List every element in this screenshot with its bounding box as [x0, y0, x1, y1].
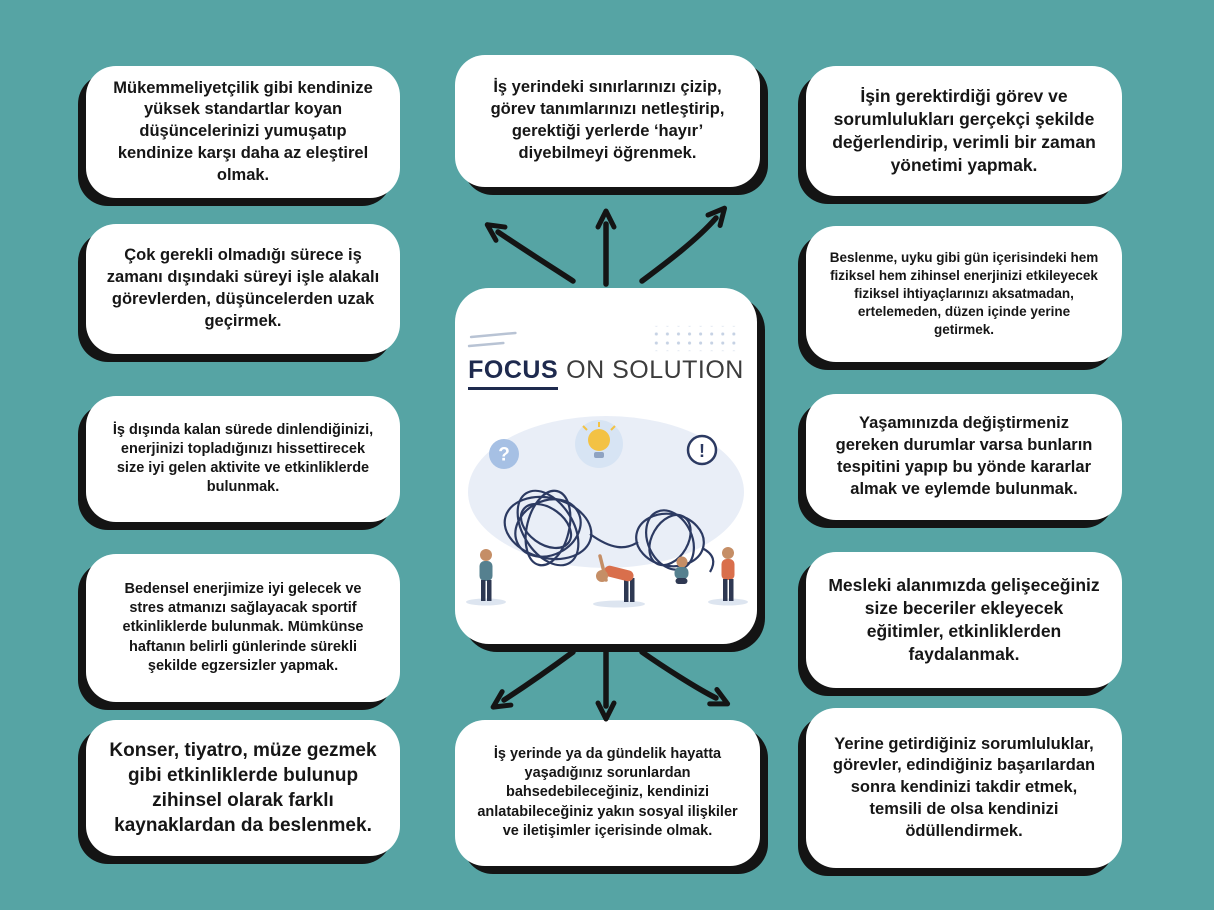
bubble-center-bottom-text: İş yerinde ya da gündelik hayatta yaşadı…: [477, 746, 738, 839]
bubble-left-2: Çok gerekli olmadığı sürece iş zamanı dı…: [86, 224, 400, 354]
bubble-right-4: Mesleki alanımızda gelişeceğiniz size be…: [806, 552, 1122, 688]
bubble-left-5-text: Konser, tiyatro, müze gezmek gibi etkinl…: [109, 739, 377, 837]
bubble-right-1-text: İşin gerektirdiği görev ve sorumluluklar…: [832, 85, 1096, 176]
person-figure-2: [596, 554, 635, 602]
arrow-up-left-icon: [484, 222, 576, 284]
bubble-center-top-text: İş yerindeki sınırlarınızı çizip, görev …: [490, 78, 725, 162]
bubble-right-2: Beslenme, uyku gibi gün içerisindeki hem…: [806, 226, 1122, 362]
bubble-left-3-text: İş dışında kalan sürede dinlendiğinizi, …: [112, 421, 374, 496]
bubble-right-4-text: Mesleki alanımızda gelişeceğiniz size be…: [828, 574, 1100, 665]
bubble-left-5: Konser, tiyatro, müze gezmek gibi etkinl…: [86, 720, 400, 856]
decorative-strip: [467, 325, 743, 352]
bubble-left-3: İş dışında kalan sürede dinlendiğinizi, …: [86, 396, 400, 522]
bubble-left-4: Bedensel enerjimize iyi gelecek ve stres…: [86, 554, 400, 702]
person-figure-1: [479, 549, 493, 601]
bubble-left-1-text: Mükemmeliyetçilik gibi kendinize yüksek …: [113, 78, 373, 184]
exclamation-glyph: !: [699, 441, 705, 461]
lightbulb-icon: [575, 420, 623, 468]
bubble-right-5-text: Yerine getirdiğiniz sorumluluklar, görev…: [832, 734, 1096, 840]
arrow-down-right-icon: [639, 649, 731, 707]
title-rest: ON SOLUTION: [566, 356, 744, 384]
title-focus: FOCUS: [468, 356, 559, 390]
illustration-background-blob: [468, 416, 744, 568]
bubble-center-bottom: İş yerinde ya da gündelik hayatta yaşadı…: [455, 720, 760, 866]
thread-end: [701, 547, 715, 573]
arrow-up-right-icon: [639, 205, 728, 284]
bubble-right-2-text: Beslenme, uyku gibi gün içerisindeki hem…: [829, 250, 1099, 337]
bubble-left-1: Mükemmeliyetçilik gibi kendinize yüksek …: [86, 66, 400, 198]
bubble-center-top: İş yerindeki sınırlarınızı çizip, görev …: [455, 55, 760, 187]
sketch-lines-icon: [467, 331, 517, 348]
question-mark-glyph: ?: [498, 445, 510, 466]
bubble-left-4-text: Bedensel enerjimize iyi gelecek ve stres…: [122, 581, 364, 674]
question-mark-icon: ?: [489, 439, 519, 469]
bubble-right-1: İşin gerektirdiği görev ve sorumluluklar…: [806, 66, 1122, 196]
person-figure-4: [721, 547, 735, 601]
untangle-illustration: ? !: [466, 416, 748, 608]
tangled-thread-icon: [503, 489, 593, 567]
arrow-down-left-icon: [490, 649, 576, 710]
bubble-right-3: Yaşamınızda değiştirmeniz gereken duruml…: [806, 394, 1122, 520]
thread-line: [589, 533, 639, 549]
exclamation-icon: !: [686, 434, 718, 466]
dots-pattern-icon: [654, 325, 743, 352]
ground-shadows: [466, 598, 748, 608]
bubble-right-3-text: Yaşamınızda değiştirmeniz gereken duruml…: [835, 414, 1093, 498]
person-figure-3: [674, 556, 689, 584]
bubble-right-5: Yerine getirdiğiniz sorumluluklar, görev…: [806, 708, 1122, 868]
bubble-left-2-text: Çok gerekli olmadığı sürece iş zamanı dı…: [106, 246, 380, 330]
